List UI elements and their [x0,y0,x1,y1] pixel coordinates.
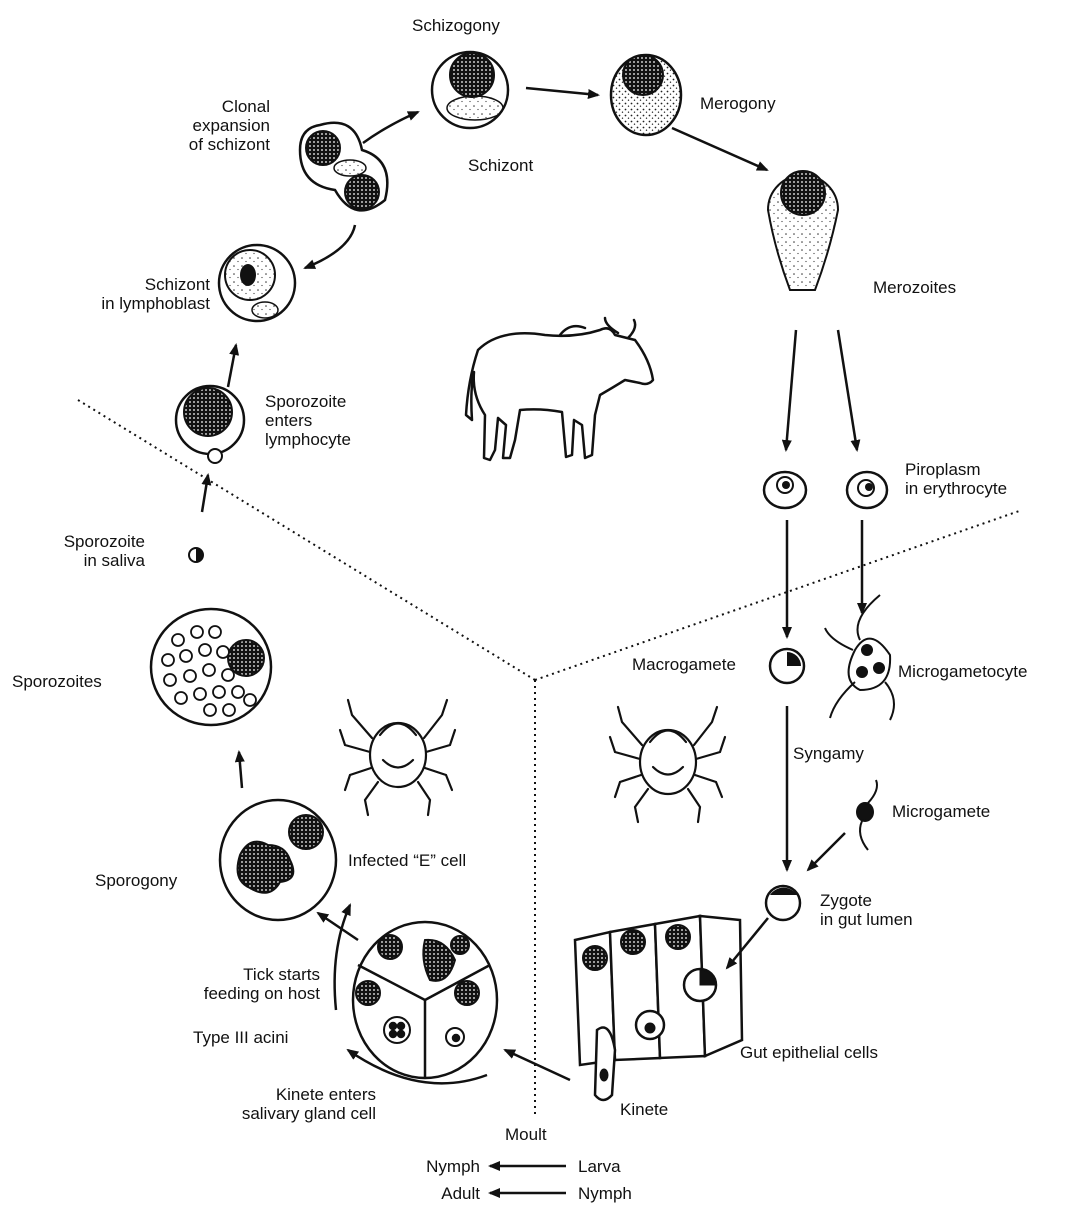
label-merogony: Merogony [700,94,776,113]
label-schizont: Schizont [468,156,533,175]
label-moult-to-1: Nymph [400,1157,480,1176]
saliva-sporozoite [189,548,203,562]
label-sporozoite-enters-line-1: Sporozoite [265,392,351,411]
label-clonal-expansion-line-2: expansion [170,116,270,135]
macrogamete-cell [770,649,804,683]
microgamete-cell [857,780,877,850]
tick-icon-right [610,707,725,822]
merogony-cell [611,55,681,135]
salivary-gland-acinus [353,922,497,1078]
zygote-cell [766,886,800,920]
label-clonal-expansion-line-1: Clonal [170,97,270,116]
label-kinete-enters: Kinete enters salivary gland cell [200,1085,376,1123]
label-schizont-in-lymphoblast-line-1: Schizont [70,275,210,294]
tick-icon-left [340,700,455,815]
label-schizont-in-lymphoblast-line-2: in lymphoblast [70,294,210,313]
label-kinete-enters-line-1: Kinete enters [200,1085,376,1104]
infected-e-cell [220,800,336,920]
label-tick-starts-line-1: Tick starts [180,965,320,984]
label-sporozoite-in-saliva-line-2: in saliva [30,551,145,570]
sporozoite-entering-lymphocyte-cell [176,386,244,463]
label-sporogony: Sporogony [95,871,177,890]
label-piroplasm-line-1: Piroplasm [905,460,1007,479]
label-sporozoites: Sporozoites [12,672,102,691]
piroplasm-erythrocytes [764,472,887,508]
label-schizogony: Schizogony [412,16,500,35]
label-zygote-line-1: Zygote [820,891,913,910]
schizont-in-lymphoblast-cell [219,245,295,321]
label-microgametocyte: Microgametocyte [898,662,1027,681]
label-gut-epithelial-cells: Gut epithelial cells [740,1043,878,1062]
label-clonal-expansion: Clonal expansion of schizont [170,97,270,154]
label-tick-starts-line-2: feeding on host [180,984,320,1003]
label-moult: Moult [505,1125,547,1144]
cattle-icon [466,318,653,460]
label-schizont-in-lymphoblast: Schizont in lymphoblast [70,275,210,313]
label-kinete: Kinete [620,1100,668,1119]
label-tick-starts-feeding: Tick starts feeding on host [180,965,320,1003]
label-clonal-expansion-line-3: of schizont [170,135,270,154]
label-kinete-enters-line-2: salivary gland cell [200,1104,376,1123]
label-microgamete: Microgamete [892,802,990,821]
label-zygote-line-2: in gut lumen [820,910,913,929]
label-piroplasm: Piroplasm in erythrocyte [905,460,1007,498]
cycle-arrows [202,88,862,1193]
divider-lines [78,400,1022,1118]
label-moult-from-1: Larva [578,1157,621,1176]
label-moult-from-2: Nymph [578,1184,632,1203]
label-merozoites: Merozoites [873,278,956,297]
label-sporozoite-in-saliva: Sporozoite in saliva [30,532,145,570]
label-sporozoite-enters-lymphocyte: Sporozoite enters lymphocyte [265,392,351,449]
gut-epithelial-cells [575,916,742,1100]
microgametocyte-cell [825,595,894,720]
label-zygote: Zygote in gut lumen [820,891,913,929]
schizogony-cell [432,52,508,128]
label-infected-e-cell: Infected “E” cell [348,851,466,870]
label-moult-to-2: Adult [400,1184,480,1203]
label-sporozoite-enters-line-2: enters [265,411,351,430]
label-syngamy: Syngamy [793,744,864,763]
label-piroplasm-line-2: in erythrocyte [905,479,1007,498]
label-type-iii-acini: Type III acini [193,1028,288,1047]
merozoites-cell [768,171,838,290]
label-macrogamete: Macrogamete [632,655,736,674]
label-sporozoite-in-saliva-line-1: Sporozoite [30,532,145,551]
label-sporozoite-enters-line-3: lymphocyte [265,430,351,449]
